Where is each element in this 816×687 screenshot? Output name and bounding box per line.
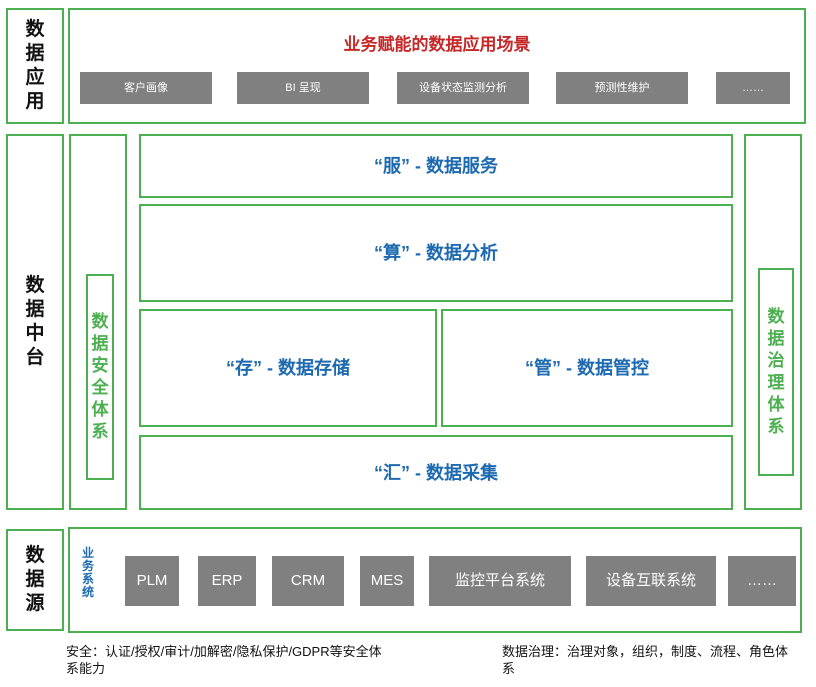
label-char: 数 — [25, 19, 45, 40]
label-char: 业 — [81, 546, 94, 560]
label-char: 系 — [91, 422, 109, 441]
label-char: 统 — [81, 585, 94, 599]
source-system-erp: ERP — [198, 556, 256, 606]
app-item-customer-profile: 客户画像 — [80, 72, 212, 104]
label-char: 数 — [91, 312, 109, 331]
label-char: 据 — [91, 334, 109, 353]
label-char: 源 — [25, 593, 45, 614]
layer-manage-text: “管” - 数据管控 — [525, 358, 649, 378]
label-char: 中 — [25, 323, 45, 344]
label-char: 数 — [25, 545, 45, 566]
label-char: 用 — [25, 91, 45, 112]
source-system-plm: PLM — [125, 556, 179, 606]
source-system-monitoring-platform: 监控平台系统 — [429, 556, 571, 606]
security-column: 数 据 安 全 体 系 — [69, 134, 127, 510]
source-system-mes: MES — [360, 556, 414, 606]
source-system-crm: CRM — [272, 556, 344, 606]
label-char: 据 — [767, 329, 785, 348]
section-label-data-platform: 数 据 中 台 — [6, 134, 64, 510]
section-label-data-source: 数 据 源 — [6, 529, 64, 631]
label-char: 台 — [25, 347, 45, 368]
label-char: 安 — [91, 356, 109, 375]
app-item-bi: BI 呈现 — [237, 72, 369, 104]
security-note: 安全：认证/授权/审计/加解密/隐私保护/GDPR等安全体系能力 — [66, 644, 382, 676]
label-char: 体 — [91, 400, 109, 419]
layer-manage: “管” - 数据管控 — [441, 309, 733, 427]
layer-store: “存” - 数据存储 — [139, 309, 437, 427]
layer-collect: “汇” - 数据采集 — [139, 435, 733, 510]
label-char: 据 — [25, 569, 45, 590]
governance-column: 数 据 治 理 体 系 — [744, 134, 802, 510]
app-item-device-monitoring: 设备状态监测分析 — [397, 72, 529, 104]
label-char: 治 — [767, 351, 785, 370]
source-system-device-iot: 设备互联系统 — [586, 556, 716, 606]
app-item-more: …… — [716, 72, 790, 104]
section-label-data-application: 数 据 应 用 — [6, 8, 64, 124]
governance-note: 数据治理：治理对象，组织，制度、流程、角色体系 — [502, 644, 789, 676]
label-char: 应 — [25, 67, 45, 88]
app-item-predictive-maintenance: 预测性维护 — [556, 72, 688, 104]
label-char: 数 — [25, 275, 45, 296]
label-char: 据 — [25, 299, 45, 320]
data-security-system: 数 据 安 全 体 系 — [86, 274, 114, 480]
data-source-panel: 业 务 系 统 PLM ERP CRM MES 监控平台系统 设备互联系统 …… — [68, 527, 802, 633]
label-char: 据 — [25, 43, 45, 64]
business-systems-label: 业 务 系 统 — [80, 547, 96, 599]
label-char: 全 — [91, 378, 109, 397]
layer-serve: “服” - 数据服务 — [139, 134, 733, 198]
data-application-panel: 业务赋能的数据应用场景 客户画像 BI 呈现 设备状态监测分析 预测性维护 …… — [68, 8, 806, 124]
label-char: 理 — [767, 373, 785, 392]
label-char: 数 — [767, 307, 785, 326]
label-char: 系 — [767, 417, 785, 436]
data-governance-system: 数 据 治 理 体 系 — [758, 268, 794, 476]
label-char: 体 — [767, 395, 785, 414]
label-char: 系 — [81, 572, 94, 586]
layer-compute: “算” - 数据分析 — [139, 204, 733, 302]
application-title: 业务赋能的数据应用场景 — [343, 35, 531, 54]
source-system-more: …… — [728, 556, 796, 606]
label-char: 务 — [81, 559, 94, 573]
